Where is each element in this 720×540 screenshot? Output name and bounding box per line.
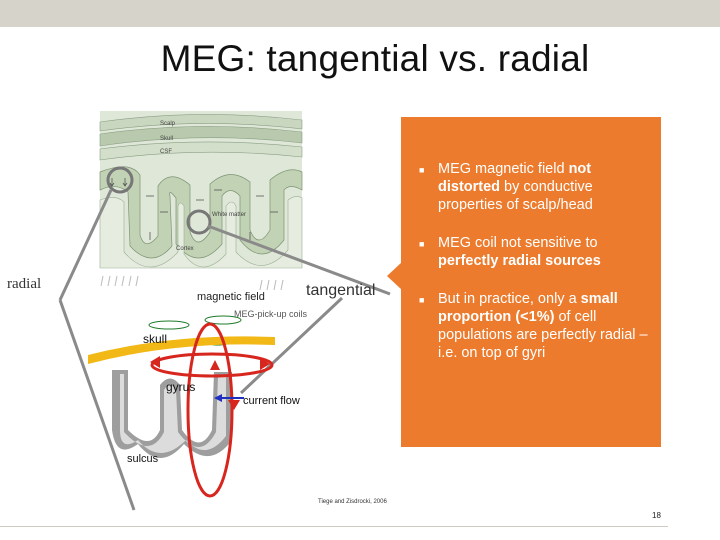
pointer-lines — [58, 189, 391, 511]
bullet1-pre: MEG magnetic field — [438, 161, 569, 177]
skull-label: skull — [143, 332, 168, 346]
meg-figure: Scalp Skull CSF White matter Cortex — [58, 111, 391, 511]
cortex-text: Cortex — [176, 246, 194, 252]
sulcus-label: sulcus — [127, 453, 159, 465]
pickup-coils-label: MEG-pick-up coils — [234, 309, 308, 319]
bullet-square-icon: ■ — [419, 165, 425, 175]
gyrus-label: gyrus — [166, 380, 196, 394]
tangential-label: tangential — [306, 282, 376, 299]
bullet-item: ■ But in practice, only a small proporti… — [419, 290, 654, 362]
footer-rule — [0, 526, 668, 527]
bullet3-bold2: (<1%) — [515, 309, 555, 325]
bullet-square-icon: ■ — [419, 239, 425, 249]
field-loop-vertical — [186, 322, 234, 498]
bullet-square-icon: ■ — [419, 295, 425, 305]
bullet2-bold: perfectly radial sources — [438, 253, 601, 269]
bullet3-bold1: small proportion — [438, 291, 618, 325]
callout-pointer — [387, 262, 402, 290]
tangential-source-circle — [186, 209, 212, 235]
bullet3-post: of cell populations are perfectly radial… — [438, 309, 648, 361]
radial-source-circle — [106, 166, 134, 194]
current-flow-label: current flow — [243, 395, 300, 407]
bullet1-post: by conductive properties of scalp/head — [438, 179, 593, 213]
bullet2-pre: MEG coil not sensitive to — [438, 235, 598, 251]
csf-text: CSF — [160, 149, 172, 155]
skull-text: Skull — [160, 136, 173, 142]
top-band — [0, 0, 720, 27]
bullet1-bold: not distorted — [438, 161, 592, 195]
field-loop-horizontal — [150, 352, 274, 378]
bullet3-pre: But in practice, only a — [438, 291, 581, 307]
anatomy-inset: Scalp Skull CSF White matter Cortex — [99, 111, 303, 269]
radial-label: radial — [7, 276, 42, 292]
schematic — [88, 315, 275, 498]
figure-citation: Tiege and Zisdrocki, 2006 — [318, 499, 387, 505]
bullet-item: ■ MEG coil not sensitive to perfectly ra… — [419, 234, 654, 270]
magnetic-field-label: magnetic field — [197, 291, 265, 303]
callout-bullets: ■ MEG magnetic field not distorted by co… — [419, 160, 654, 382]
callout-box — [401, 117, 661, 447]
page-number: 18 — [652, 511, 661, 520]
bullet-item: ■ MEG magnetic field not distorted by co… — [419, 160, 654, 214]
slide-title: MEG: tangential vs. radial — [160, 38, 590, 79]
scalp-text: Scalp — [160, 121, 176, 127]
white-matter-text: White matter — [212, 212, 246, 218]
